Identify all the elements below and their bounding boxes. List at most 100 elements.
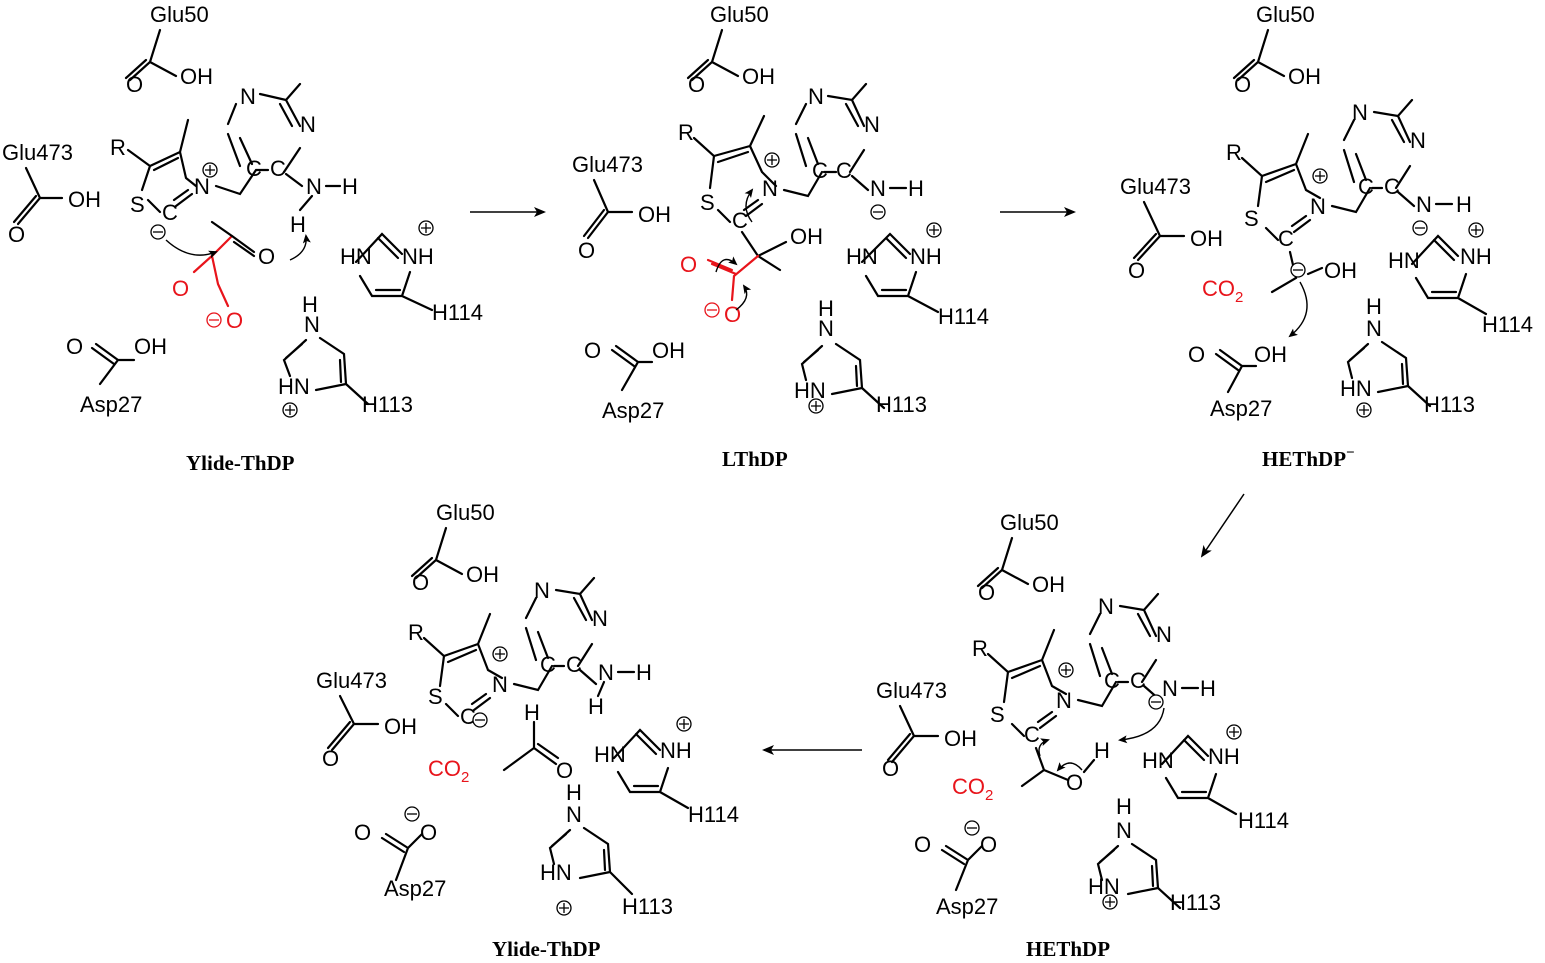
h114-hn: HN xyxy=(340,244,372,269)
n3-atom: N xyxy=(492,672,508,697)
h113-nh-top: N xyxy=(1366,316,1382,341)
pyr-n3: N xyxy=(1410,128,1426,153)
glu473-o: O xyxy=(882,756,899,781)
h114-label: H114 xyxy=(432,300,483,325)
pyr-c4: C xyxy=(1384,174,1400,199)
h114-nh: NH xyxy=(660,738,692,763)
h113-hn: HN xyxy=(540,860,572,885)
amino-h: H xyxy=(1456,192,1472,217)
pyr-c5: C xyxy=(1104,668,1120,693)
asp27-oh: OH xyxy=(1254,342,1287,367)
asp27-o-anion: O xyxy=(420,820,437,845)
pyruvate-ketone-o: O xyxy=(258,244,275,269)
glu50-o: O xyxy=(126,72,143,97)
stage-hethdp: Glu50 O OH Glu473 O OH O O Asp27 CO2 R S… xyxy=(876,510,1289,961)
asp27-oh: OH xyxy=(134,334,167,359)
n3-atom: N xyxy=(194,174,210,199)
asp27-label: Asp27 xyxy=(80,392,142,417)
s-atom: S xyxy=(130,192,145,217)
co2-2: CO2 xyxy=(952,774,993,804)
pyr-n1: N xyxy=(808,84,824,109)
s-atom: S xyxy=(1244,206,1259,231)
r-group: R xyxy=(110,135,126,160)
amino-h: H xyxy=(342,174,358,199)
asp27-o: O xyxy=(1188,342,1205,367)
h113-h-top: H xyxy=(818,296,834,321)
glu50-oh: OH xyxy=(1288,64,1321,89)
glu473-label: Glu473 xyxy=(2,140,73,165)
hethdp-oh: OH xyxy=(1324,258,1357,283)
h113-hn: HN xyxy=(1340,376,1372,401)
caption-hethdp: HEThDP xyxy=(1026,937,1110,961)
asp27-o-anion: O xyxy=(980,832,997,857)
amino-h: H xyxy=(908,176,924,201)
h114-nh: NH xyxy=(1460,244,1492,269)
h114-hn: HN xyxy=(846,244,878,269)
glu473-oh: OH xyxy=(638,202,671,227)
h114-label: H114 xyxy=(1482,312,1533,337)
pyr-n1: N xyxy=(240,84,256,109)
stage-ylide-thdp-2: Glu50 O OH Glu473 O OH O O Asp27 CO2 R S… xyxy=(316,500,739,961)
h114-nh: NH xyxy=(910,244,942,269)
h113-label: H113 xyxy=(622,894,673,919)
asp27-o: O xyxy=(354,820,371,845)
n3-atom: N xyxy=(762,176,778,201)
caption-ylide-thdp-2: Ylide-ThDP xyxy=(492,937,601,961)
glu473-o: O xyxy=(8,222,25,247)
lthdp-anion-o: O xyxy=(724,302,741,327)
glu473-oh: OH xyxy=(944,726,977,751)
pyr-n3: N xyxy=(1156,622,1172,647)
caption-ylide-thdp-1: Ylide-ThDP xyxy=(186,451,295,475)
h114-nh: NH xyxy=(402,244,434,269)
pyr-c4: C xyxy=(1130,668,1146,693)
asp27-label: Asp27 xyxy=(1210,396,1272,421)
acetaldehyde-h: H xyxy=(524,700,540,725)
pyr-c4: C xyxy=(566,652,582,677)
h113-nh-top: N xyxy=(1116,818,1132,843)
glu473-o: O xyxy=(1128,258,1145,283)
h113-h-top: H xyxy=(302,292,318,317)
pyr-n1: N xyxy=(1098,594,1114,619)
h113-nh-top: N xyxy=(304,312,320,337)
pyr-c5: C xyxy=(246,156,262,181)
r-group: R xyxy=(408,620,424,645)
glu473-o: O xyxy=(578,238,595,263)
co2-1: CO2 xyxy=(1202,276,1243,306)
h113-label: H113 xyxy=(362,392,413,417)
n3-atom: N xyxy=(1310,194,1326,219)
h113-h-top: H xyxy=(1366,294,1382,319)
h113-h-top: H xyxy=(566,780,582,805)
s-atom: S xyxy=(990,702,1005,727)
glu50-o: O xyxy=(412,570,429,595)
amino-n: N xyxy=(1162,676,1178,701)
asp27-label: Asp27 xyxy=(936,894,998,919)
lthdp-carbonyl-o: O xyxy=(680,252,697,277)
glu473-oh: OH xyxy=(68,187,101,212)
h113-hn: HN xyxy=(1088,874,1120,899)
glu473-label: Glu473 xyxy=(876,678,947,703)
pyruvate-anion-o: O xyxy=(226,308,243,333)
r-group: R xyxy=(678,120,694,145)
caption-lthdp: LThDP xyxy=(722,447,788,471)
asp27-o: O xyxy=(66,334,83,359)
c2-atom: C xyxy=(460,704,476,729)
pyr-n1: N xyxy=(1352,100,1368,125)
h114-nh: NH xyxy=(1208,744,1240,769)
glu50-o: O xyxy=(688,72,705,97)
amino-n: N xyxy=(598,660,614,685)
pyr-c4: C xyxy=(836,158,852,183)
h114-hn: HN xyxy=(594,742,626,767)
pyr-c5: C xyxy=(540,652,556,677)
glu473-label: Glu473 xyxy=(1120,174,1191,199)
asp27-o: O xyxy=(914,832,931,857)
pyr-n3: N xyxy=(864,112,880,137)
h114-label: H114 xyxy=(938,304,989,329)
caption-hethdp-anion: HEThDP− xyxy=(1262,445,1355,471)
c2-atom: C xyxy=(162,200,178,225)
c2-atom: C xyxy=(1024,722,1040,747)
pyr-c5: C xyxy=(1358,174,1374,199)
s-atom: S xyxy=(700,190,715,215)
glu50-o: O xyxy=(978,580,995,605)
asp27-label: Asp27 xyxy=(602,398,664,423)
